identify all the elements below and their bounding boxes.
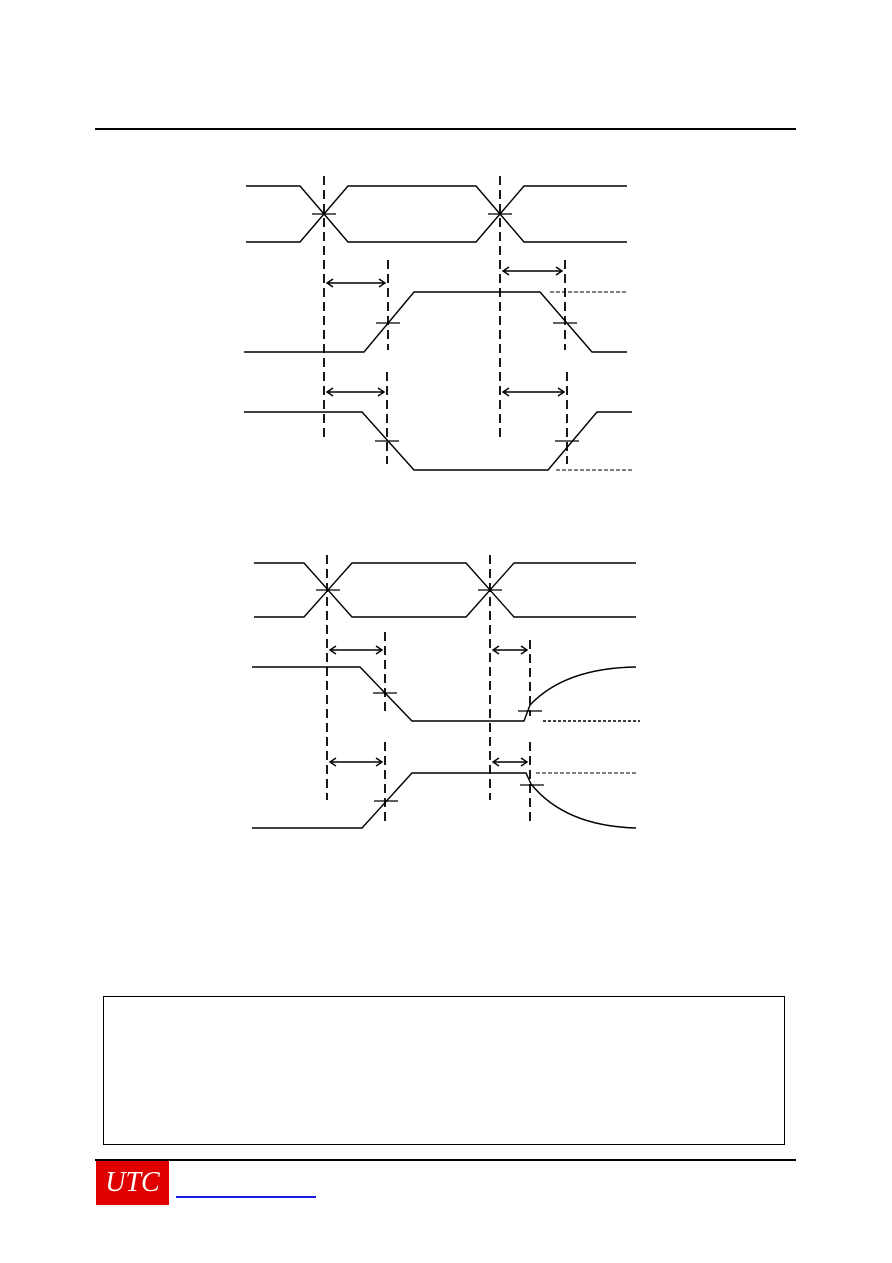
- upper-output-waveform-2: [244, 411, 632, 471]
- upper-delay-arrows-2: [325, 387, 566, 397]
- utc-logo-text: UTC: [105, 1167, 160, 1198]
- note-box: [103, 996, 785, 1145]
- upper-output-waveform-1: [244, 291, 628, 353]
- lower-delay-arrows-2: [328, 757, 529, 767]
- lower-output-waveform-2: [252, 772, 637, 829]
- upper-delay-arrows-1: [325, 266, 564, 288]
- lower-delay-arrows-1: [328, 645, 529, 655]
- footer-rule: [95, 1159, 796, 1161]
- footer-link[interactable]: [176, 1196, 316, 1198]
- upper-input-waveform: [246, 185, 627, 243]
- utc-logo: UTC: [96, 1161, 169, 1205]
- lower-input-waveform: [254, 562, 636, 618]
- header-rule: [95, 128, 796, 130]
- lower-output-waveform-1: [252, 666, 640, 722]
